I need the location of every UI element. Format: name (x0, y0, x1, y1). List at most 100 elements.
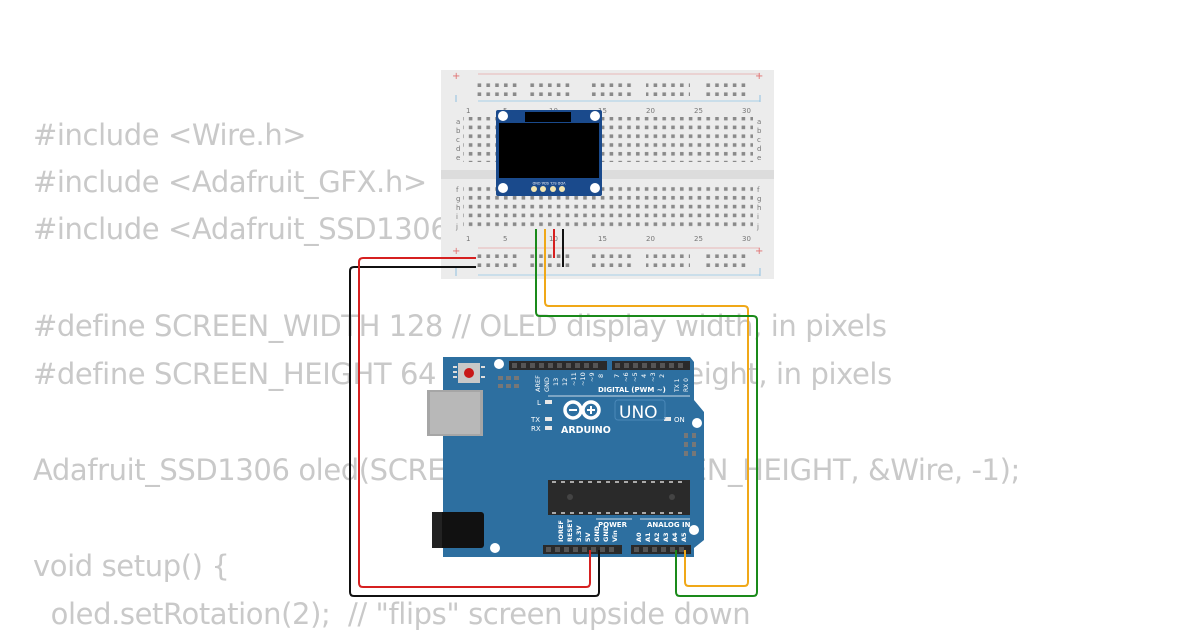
digital-header-label: DIGITAL (PWM ~) (598, 386, 666, 394)
svg-text:d: d (456, 145, 460, 153)
code-line: #include <Adafruit_GFX.h> (33, 165, 427, 199)
arduino-logo: ARDUINO UNO (561, 399, 666, 436)
oled-screen (499, 123, 599, 178)
svg-text:+: + (755, 246, 763, 257)
svg-text:TX 1: TX 1 (674, 378, 681, 393)
svg-text:A3: A3 (662, 532, 670, 542)
svg-text:d: d (757, 145, 761, 153)
analog-pin-labels: A0 A1 A2 A3 A4 A5 (635, 532, 688, 542)
power-jack (432, 512, 484, 548)
svg-text:e: e (456, 154, 460, 162)
wire-gnd[interactable] (349, 266, 600, 597)
wire-5v[interactable] (358, 257, 591, 588)
svg-text:f: f (456, 186, 459, 194)
power-header-label: POWER (598, 521, 628, 529)
svg-text:g: g (456, 195, 460, 203)
top-power-rail: + + (452, 71, 763, 102)
svg-text:GND: GND (543, 377, 551, 392)
svg-text:b: b (456, 127, 461, 135)
oled-display-module[interactable]: VDD SCL SDA GND (496, 110, 602, 196)
svg-text:Vin: Vin (611, 530, 619, 542)
svg-text:25: 25 (694, 107, 703, 115)
rail-plus-label: + (452, 71, 460, 82)
wire-scl[interactable] (544, 229, 749, 587)
svg-text:5: 5 (503, 235, 507, 243)
svg-text:~10: ~10 (579, 372, 587, 386)
svg-text:j: j (756, 223, 759, 231)
breadboard[interactable]: + + 1 5 10 15 20 25 30 a b c (441, 70, 774, 279)
svg-text:A4: A4 (671, 532, 679, 542)
svg-text:15: 15 (598, 107, 607, 115)
svg-text:12: 12 (561, 378, 569, 386)
atmega-chip (548, 480, 690, 515)
svg-text:1: 1 (466, 107, 470, 115)
svg-text:1: 1 (466, 235, 470, 243)
svg-text:h: h (757, 204, 761, 212)
svg-text:A0: A0 (635, 532, 643, 542)
svg-text:~11: ~11 (570, 372, 578, 386)
svg-text:A5: A5 (680, 532, 688, 542)
svg-text:RX: RX (531, 425, 541, 433)
analog-header-label: ANALOG IN (647, 521, 691, 529)
wire-sda[interactable] (535, 229, 758, 597)
oled-pins[interactable] (531, 186, 565, 192)
svg-text:3.3V: 3.3V (575, 525, 583, 542)
svg-text:f: f (757, 186, 760, 194)
oled-pin-header-label: VDD SCL SDA GND (532, 181, 565, 185)
svg-text:GND: GND (602, 525, 610, 542)
svg-text:i: i (757, 213, 759, 221)
svg-text:c: c (757, 136, 761, 144)
status-leds: L TX RX ON (530, 399, 685, 433)
svg-text:j: j (455, 223, 458, 231)
reset-button[interactable] (453, 363, 485, 383)
svg-text:4: 4 (640, 374, 648, 378)
svg-text:a: a (757, 118, 761, 126)
svg-text:20: 20 (646, 235, 655, 243)
svg-text:L: L (537, 399, 541, 407)
arduino-brand-label: ARDUINO (561, 425, 611, 436)
svg-text:30: 30 (742, 107, 751, 115)
svg-text:h: h (456, 204, 460, 212)
svg-text:AREF: AREF (534, 375, 542, 392)
code-line: oled.setRotation(2); // "flips" screen u… (33, 597, 751, 631)
svg-text:~3: ~3 (649, 372, 657, 382)
svg-text:A1: A1 (644, 532, 652, 542)
svg-text:g: g (757, 195, 761, 203)
svg-text:IOREF: IOREF (557, 520, 565, 542)
svg-text:RESET: RESET (566, 518, 574, 542)
wires[interactable] (349, 229, 758, 597)
svg-text:b: b (757, 127, 762, 135)
svg-text:13: 13 (552, 378, 560, 386)
svg-text:e: e (757, 154, 761, 162)
svg-text:25: 25 (694, 235, 703, 243)
svg-text:~9: ~9 (588, 372, 596, 382)
arduino-uno-board[interactable]: AREF GND 13 12 ~11 ~10 ~9 8 7 ~6 ~5 4 ~3… (427, 357, 704, 557)
svg-text:7: 7 (613, 374, 621, 378)
icsp-header-right (684, 433, 696, 456)
svg-text:15: 15 (598, 235, 607, 243)
svg-text:TX: TX (530, 416, 540, 424)
bottom-power-rail: + + (452, 246, 763, 276)
svg-text:A2: A2 (653, 532, 661, 542)
power-pin-labels: IOREF RESET 3.3V 5V GND GND Vin (557, 518, 619, 542)
svg-text:2: 2 (658, 374, 666, 378)
arduino-model-label: UNO (619, 403, 658, 423)
svg-text:8: 8 (597, 374, 605, 378)
code-line: #define SCREEN_WIDTH 128 // OLED display… (33, 309, 887, 343)
icsp-header-small (498, 376, 519, 388)
svg-text:~6: ~6 (622, 372, 630, 382)
svg-text:+: + (452, 246, 460, 257)
svg-text:20: 20 (646, 107, 655, 115)
code-line: void setup() { (33, 549, 230, 583)
svg-text:RX 0: RX 0 (683, 378, 690, 392)
code-line: #include <Wire.h> (33, 118, 307, 152)
svg-text:c: c (456, 136, 460, 144)
svg-text:i: i (456, 213, 458, 221)
digital-pin-labels: AREF GND 13 12 ~11 ~10 ~9 8 7 ~6 ~5 4 ~3… (534, 372, 690, 393)
row-labels: a b c d e a b c d e f g h i j f g h i j (455, 118, 762, 231)
svg-text:30: 30 (742, 235, 751, 243)
svg-text:5V: 5V (584, 532, 592, 542)
svg-text:GND: GND (593, 525, 601, 542)
center-channel (441, 170, 774, 179)
